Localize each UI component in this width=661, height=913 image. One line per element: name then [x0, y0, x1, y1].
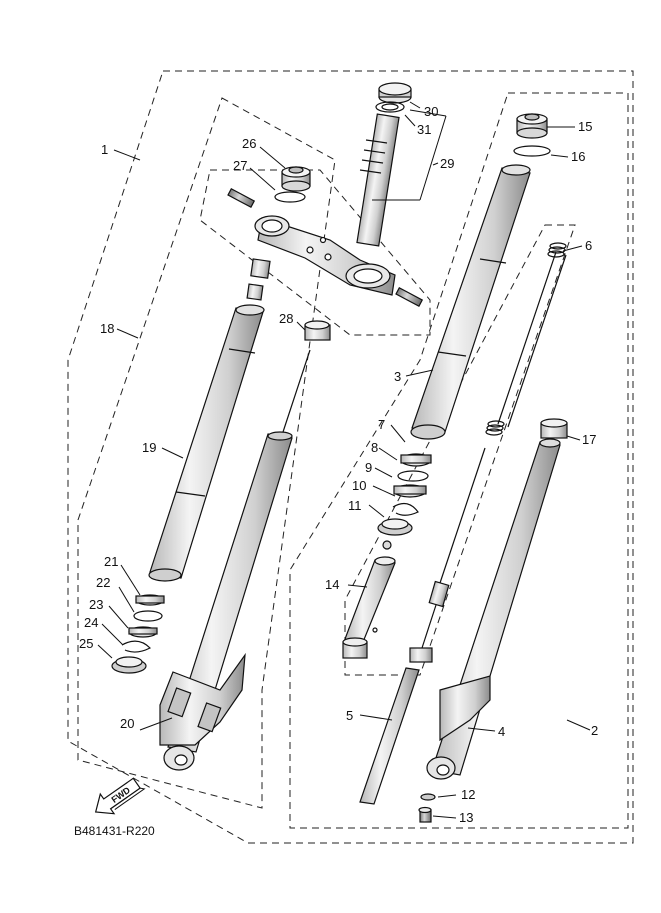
left-seal-stack [111, 594, 165, 674]
callout-17: 17 [582, 432, 596, 447]
part-3-outer-tube [410, 164, 531, 440]
part-28-bushing [304, 320, 331, 341]
callout-18: 18 [100, 321, 114, 336]
outline-cartridge-group [344, 224, 576, 676]
lower-bracket [254, 215, 396, 296]
callout-15: 15 [578, 119, 592, 134]
callout-labels: 1 2 3 4 5 6 7 8 9 10 11 12 13 14 15 16 1… [79, 104, 598, 825]
part-26-cap-bolt [281, 166, 311, 192]
callout-22: 22 [96, 575, 110, 590]
left-collars [246, 258, 271, 301]
part-4-outer-slider [426, 438, 561, 780]
callout-14: 14 [325, 577, 339, 592]
right-seal-stack [377, 453, 432, 536]
callout-23: 23 [89, 597, 103, 612]
callout-4: 4 [498, 724, 505, 739]
callout-2: 2 [591, 723, 598, 738]
callout-5: 5 [346, 708, 353, 723]
callout-13: 13 [459, 810, 473, 825]
callout-12: 12 [461, 787, 475, 802]
outline-triple-clamp-group [199, 169, 431, 336]
callout-9: 9 [365, 460, 372, 475]
part-20-inner-tube [159, 431, 293, 771]
callout-6: 6 [585, 238, 592, 253]
outline-left-inner-assembly [77, 97, 336, 809]
leader-lines [97, 101, 591, 819]
callout-21: 21 [104, 554, 118, 569]
callout-29: 29 [440, 156, 454, 171]
right-damper-rod [409, 447, 486, 663]
part-30-stem-nut [378, 82, 412, 104]
callout-3: 3 [394, 369, 401, 384]
outline-right-fork-assembly [289, 92, 629, 829]
part-16-o-ring [513, 145, 551, 157]
part-15-cap-bolt [516, 113, 548, 139]
fwd-arrow-icon: FWD [94, 777, 146, 815]
steering-stem [356, 113, 400, 247]
callout-8: 8 [371, 440, 378, 455]
callout-1: 1 [101, 142, 108, 157]
part-19-outer-tube [148, 304, 265, 582]
part-6-spring [485, 242, 567, 436]
part-17-bushing [540, 418, 568, 439]
part-27-o-ring [274, 191, 306, 203]
callout-28: 28 [279, 311, 293, 326]
part-14-damper-cylinder [342, 540, 396, 659]
callout-16: 16 [571, 149, 585, 164]
outline-left-fork-assembly [67, 70, 634, 844]
callout-24: 24 [84, 615, 98, 630]
part-13-bolt [418, 806, 432, 823]
callout-27: 27 [233, 158, 247, 173]
callout-25: 25 [79, 636, 93, 651]
left-damper-rod [282, 349, 311, 433]
part-12-washer [420, 793, 436, 801]
callout-31: 31 [417, 122, 431, 137]
callout-7: 7 [378, 417, 385, 432]
assembly-outlines [67, 70, 634, 844]
clamp-bolts [227, 188, 424, 308]
callout-26: 26 [242, 136, 256, 151]
callout-30: 30 [424, 104, 438, 119]
diagram-code: B481431-R220 [74, 824, 155, 838]
callout-10: 10 [352, 478, 366, 493]
part-31-washer [375, 101, 405, 113]
callout-11: 11 [348, 498, 362, 513]
callout-20: 20 [120, 716, 134, 731]
part-5-inner-tube [359, 667, 420, 805]
callout-19: 19 [142, 440, 156, 455]
